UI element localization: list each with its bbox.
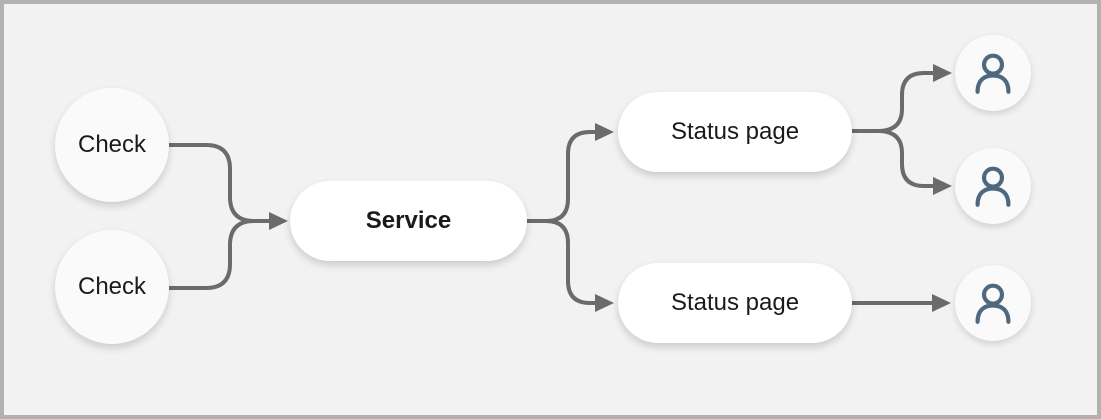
arrowhead-status2 (595, 294, 614, 312)
edge-service-status2 (527, 219, 597, 305)
arrowhead-user2 (933, 177, 952, 195)
user-icon (975, 53, 1011, 94)
edge-status1-user1 (852, 71, 935, 133)
arrowhead-status1 (595, 123, 614, 141)
node-service-label: Service (365, 207, 452, 234)
node-check-1: Check (55, 88, 169, 202)
arrowhead-service (269, 212, 288, 230)
node-status-page-2: Status page (618, 263, 852, 343)
user-icon (975, 283, 1011, 324)
node-check-2: Check (55, 230, 169, 344)
node-user-3 (955, 265, 1031, 341)
edge-status1-user2 (852, 129, 935, 188)
node-status-page-1-label: Status page (670, 118, 800, 145)
node-user-1 (955, 35, 1031, 111)
arrowhead-user1 (933, 64, 952, 82)
edge-service-status1 (527, 130, 597, 223)
node-service: Service (290, 181, 527, 261)
node-status-page-2-label: Status page (670, 289, 800, 316)
edge-check1-service (169, 143, 271, 223)
node-user-2 (955, 148, 1031, 224)
arrowhead-user3 (932, 294, 951, 312)
node-status-page-1: Status page (618, 92, 852, 172)
edge-check2-service (169, 219, 271, 290)
node-check-1-label: Check (77, 131, 147, 158)
user-icon (975, 166, 1011, 207)
node-check-2-label: Check (77, 273, 147, 300)
